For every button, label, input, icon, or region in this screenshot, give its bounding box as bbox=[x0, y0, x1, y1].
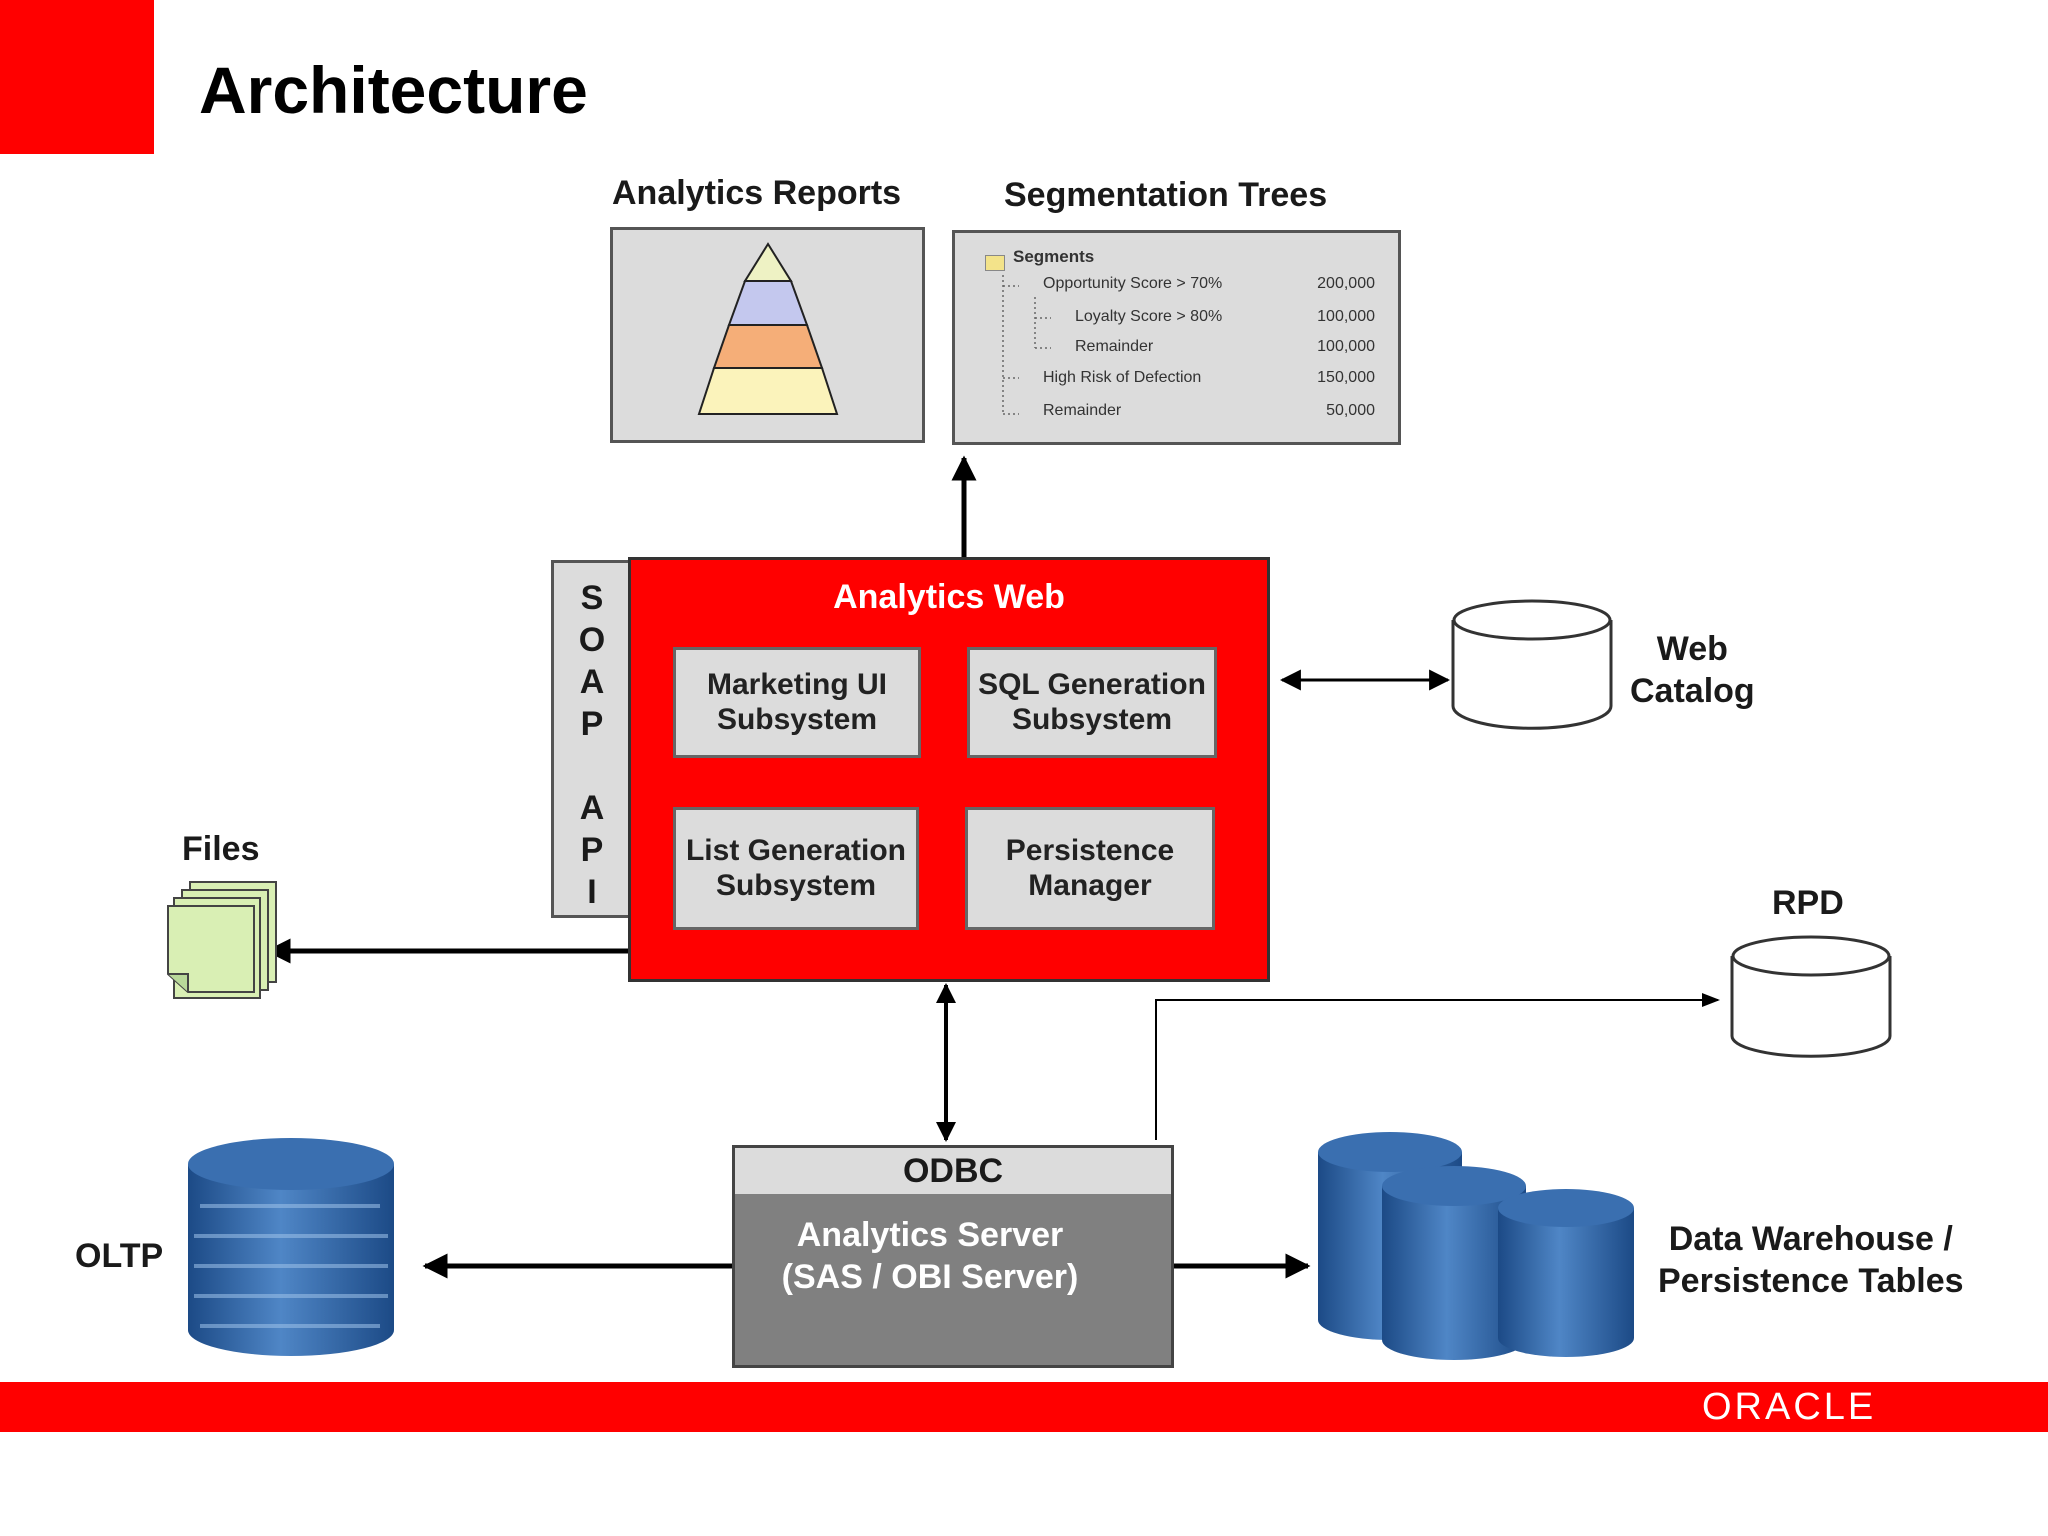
marketing-ui-subsystem: Marketing UI Subsystem bbox=[673, 647, 921, 758]
footer-bar bbox=[0, 1382, 2048, 1432]
oltp-database-icon bbox=[188, 1138, 394, 1356]
tree-row-value: 100,000 bbox=[1317, 308, 1375, 325]
soap-api-letter: S bbox=[580, 579, 604, 617]
accent-block bbox=[0, 0, 154, 154]
odbc-bar: ODBC bbox=[732, 1145, 1174, 1197]
web-catalog-label: Web Catalog bbox=[1630, 630, 1755, 710]
tree-row-value: 100,000 bbox=[1317, 338, 1375, 355]
analytics-server-label: Analytics Server (SAS / OBI Server) bbox=[781, 1216, 1079, 1296]
soap-api-letter: P bbox=[580, 705, 604, 743]
tree-row-value: 50,000 bbox=[1326, 402, 1375, 419]
tree-row-name: High Risk of Defection bbox=[1043, 369, 1202, 386]
analytics-web-title: Analytics Web bbox=[833, 578, 1065, 616]
tree-row-value: 200,000 bbox=[1317, 275, 1375, 292]
segmentation-trees-panel: Segments Opportunity Score > 70% 200,000… bbox=[952, 230, 1401, 445]
files-stack-icon bbox=[167, 881, 277, 999]
tree-row-name: Remainder bbox=[1043, 402, 1122, 419]
analytics-server-box: Analytics Server (SAS / OBI Server) bbox=[732, 1194, 1174, 1368]
rpd-label: RPD bbox=[1772, 884, 1844, 922]
analytics-web-panel: Analytics Web Marketing UI Subsystem SQL… bbox=[628, 557, 1270, 982]
soap-api-letter: A bbox=[579, 663, 605, 701]
segmentation-trees-label: Segmentation Trees bbox=[1004, 176, 1328, 214]
tree-row-name: Opportunity Score > 70% bbox=[1043, 275, 1223, 292]
soap-api-letter: O bbox=[578, 621, 606, 659]
web-catalog-cylinder-icon bbox=[1451, 599, 1613, 730]
folder-icon bbox=[985, 255, 1005, 271]
analytics-reports-panel bbox=[610, 227, 925, 443]
data-warehouse-database-icon bbox=[1318, 1132, 1634, 1360]
analytics-reports-label: Analytics Reports bbox=[612, 174, 902, 212]
pyramid-chart-icon bbox=[697, 242, 839, 415]
oltp-label: OLTP bbox=[75, 1237, 164, 1275]
tree-row-value: 150,000 bbox=[1317, 369, 1375, 386]
sql-generation-subsystem: SQL Generation Subsystem bbox=[967, 647, 1217, 758]
soap-api-letter: I bbox=[587, 873, 597, 911]
tree-row-name: Remainder bbox=[1075, 338, 1154, 355]
slide-title: Architecture bbox=[199, 53, 588, 127]
persistence-manager: Persistence Manager bbox=[965, 807, 1215, 930]
arrow-server-to-rpd bbox=[1155, 999, 1718, 1140]
odbc-label: ODBC bbox=[902, 1151, 1004, 1190]
data-warehouse-label: Data Warehouse / Persistence Tables bbox=[1658, 1220, 1964, 1300]
list-generation-subsystem: List Generation Subsystem bbox=[673, 807, 919, 930]
soap-api-letter: P bbox=[580, 831, 604, 869]
rpd-cylinder-icon bbox=[1730, 935, 1892, 1058]
soap-api-letter: A bbox=[579, 789, 605, 827]
oracle-logo: ORACLE bbox=[1702, 1386, 1877, 1428]
soap-api-letter bbox=[564, 745, 620, 787]
tree-row-name: Loyalty Score > 80% bbox=[1075, 308, 1223, 325]
files-label: Files bbox=[182, 830, 260, 868]
tree-root: Segments bbox=[1013, 247, 1095, 266]
tree-lines bbox=[1002, 275, 1051, 415]
